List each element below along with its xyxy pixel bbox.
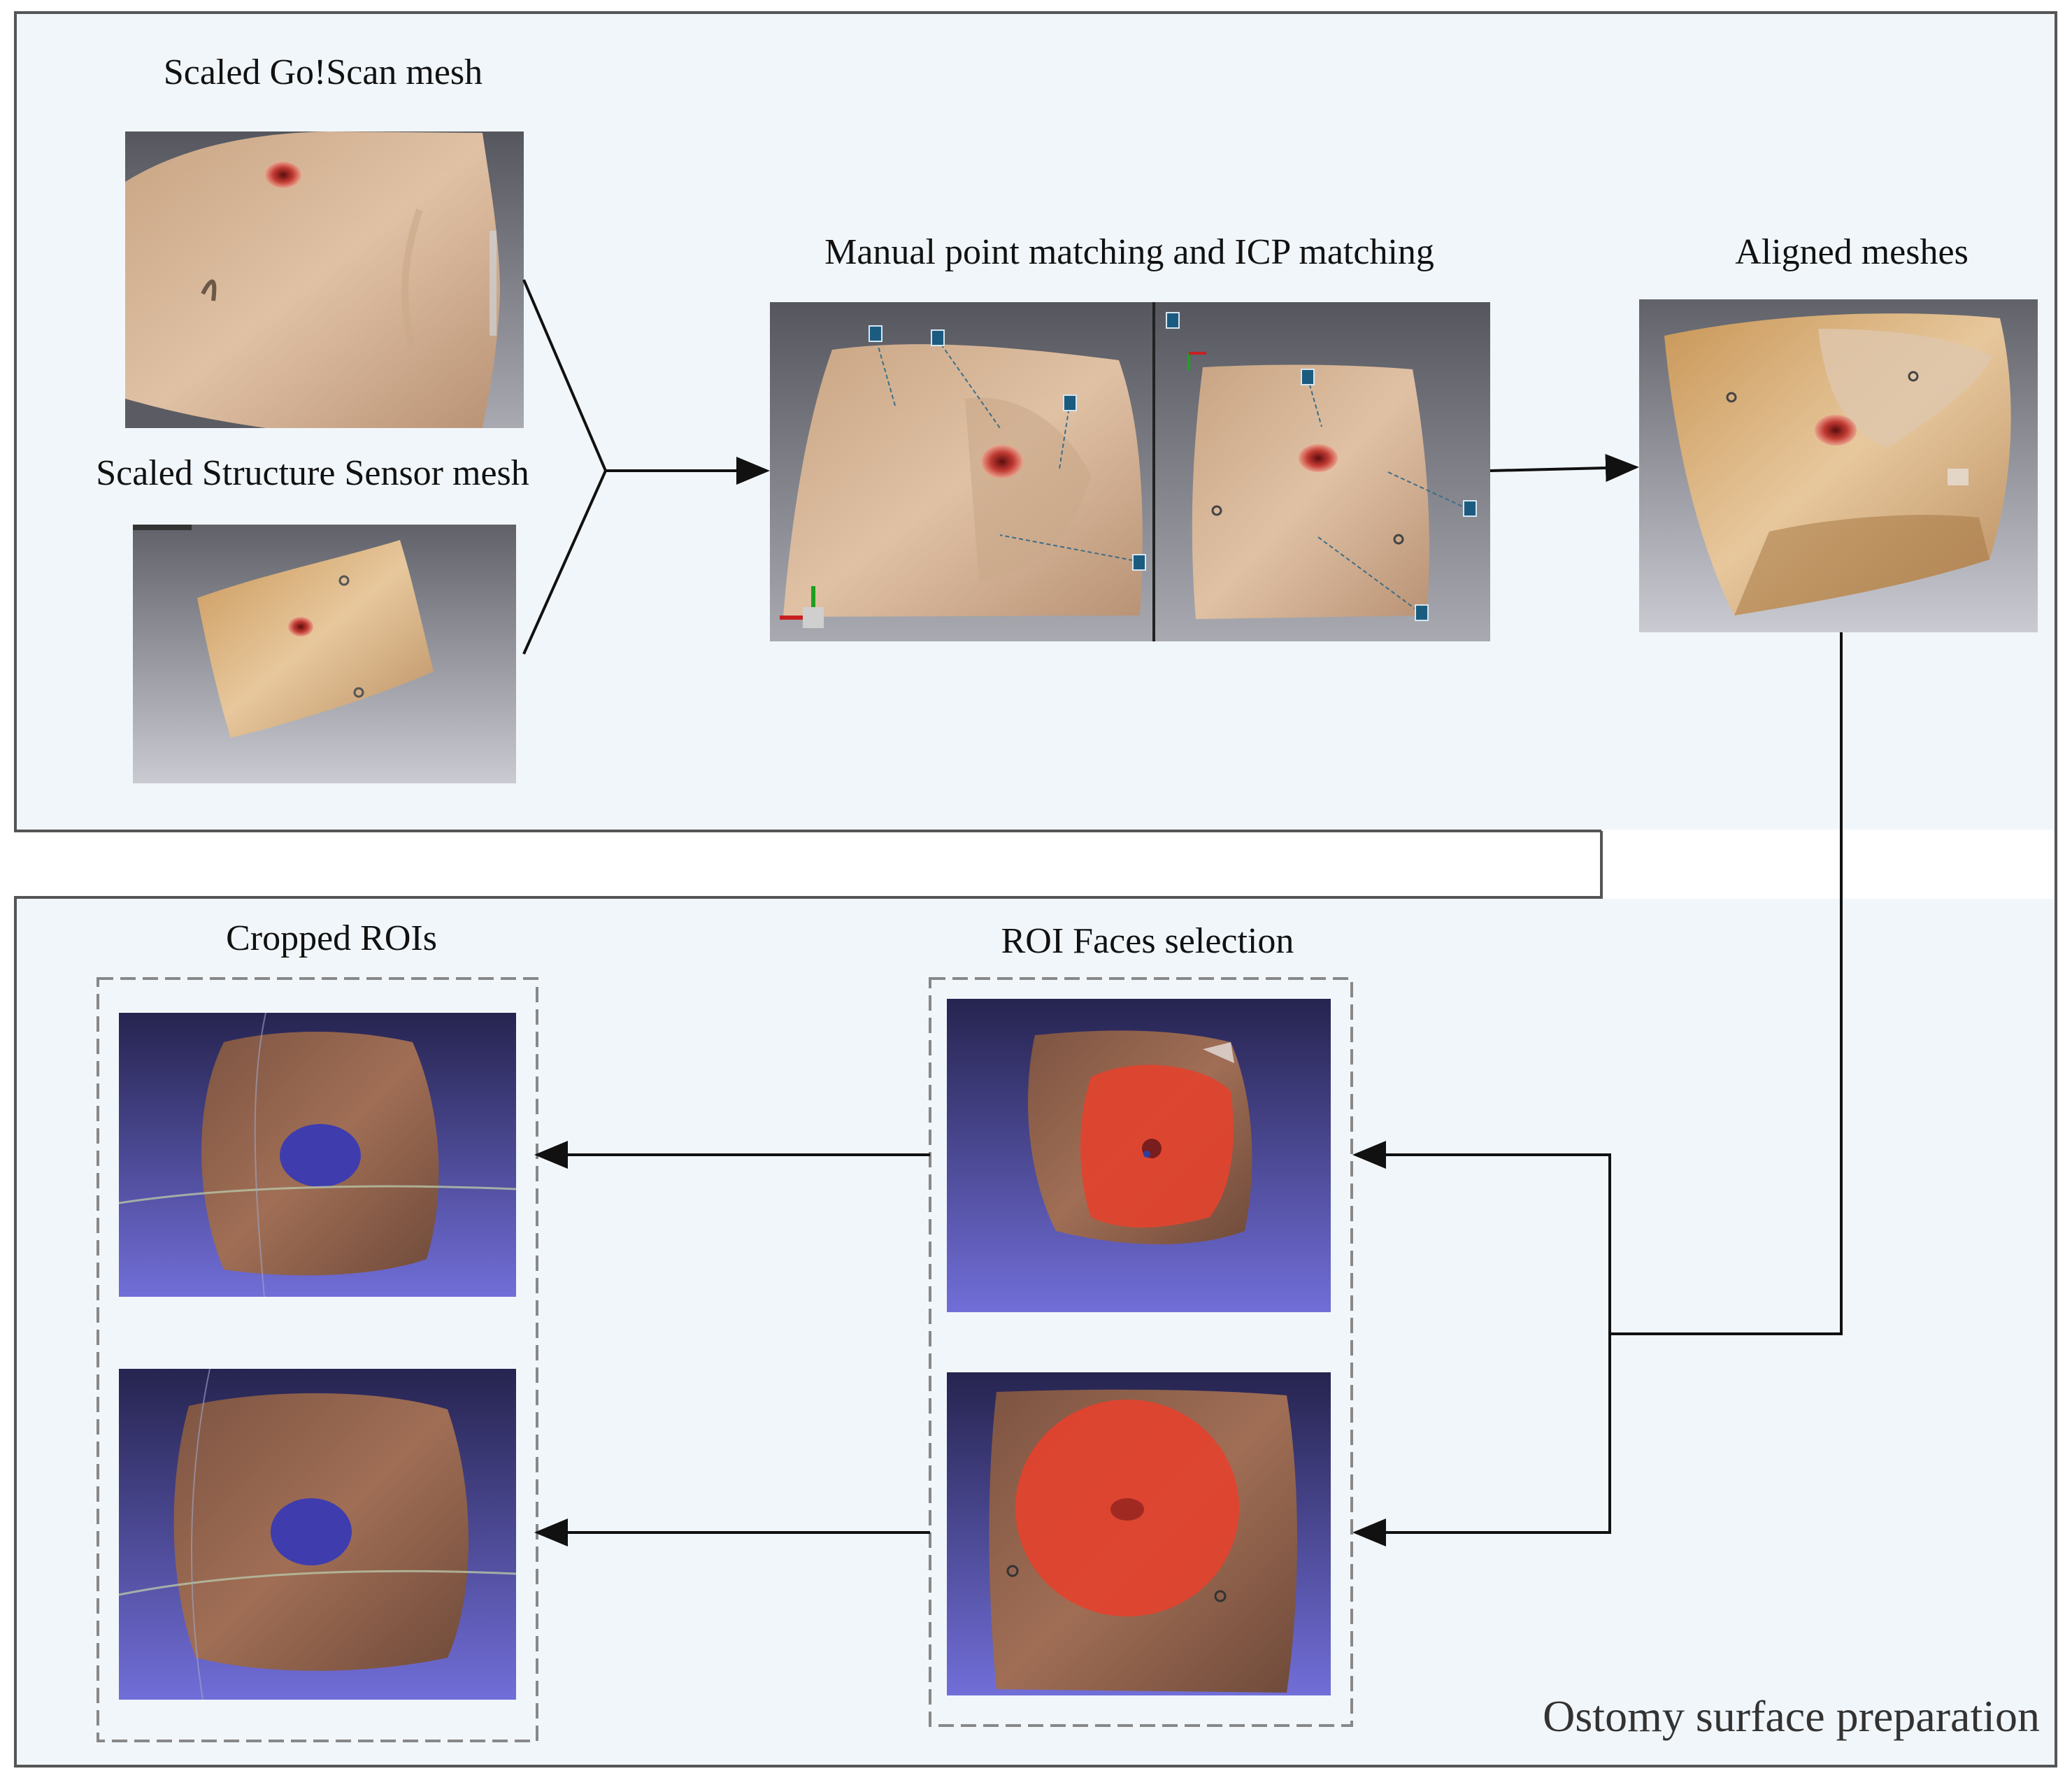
aligned-label: Aligned meshes <box>1735 232 1969 272</box>
numbered-marker-icon <box>869 325 1146 571</box>
cropped-roi-image-1 <box>118 1012 517 1297</box>
axis-gizmo-icon <box>1187 352 1206 371</box>
roi-selection-label: ROI Faces selection <box>1001 921 1294 961</box>
roi-selection-image-2 <box>947 1372 1331 1695</box>
aligned-image <box>1639 299 2038 632</box>
structure-mesh-image <box>133 525 516 783</box>
structure-label: Scaled Structure Sensor mesh <box>96 453 529 493</box>
gap-strip <box>17 832 1600 896</box>
roi-selection-image-1 <box>947 999 1331 1312</box>
cropped-roi-image-2 <box>118 1368 517 1700</box>
arrow-to-aligned <box>1489 454 1639 483</box>
cropped-label: Cropped ROIs <box>226 918 437 958</box>
axis-gizmo-icon <box>780 586 824 628</box>
aligned-to-selection-connector <box>1610 632 1843 1335</box>
cropped-rois-box <box>97 977 538 1742</box>
goscan-mesh-image <box>125 131 524 428</box>
numbered-marker-icon <box>1166 312 1477 621</box>
section-label: Ostomy surface preparation <box>1543 1691 2040 1741</box>
roi-selection-box <box>929 977 1353 1727</box>
goscan-label: Scaled Go!Scan mesh <box>163 52 483 92</box>
matching-label: Manual point matching and ICP matching <box>824 232 1434 272</box>
matching-image <box>770 302 1490 641</box>
